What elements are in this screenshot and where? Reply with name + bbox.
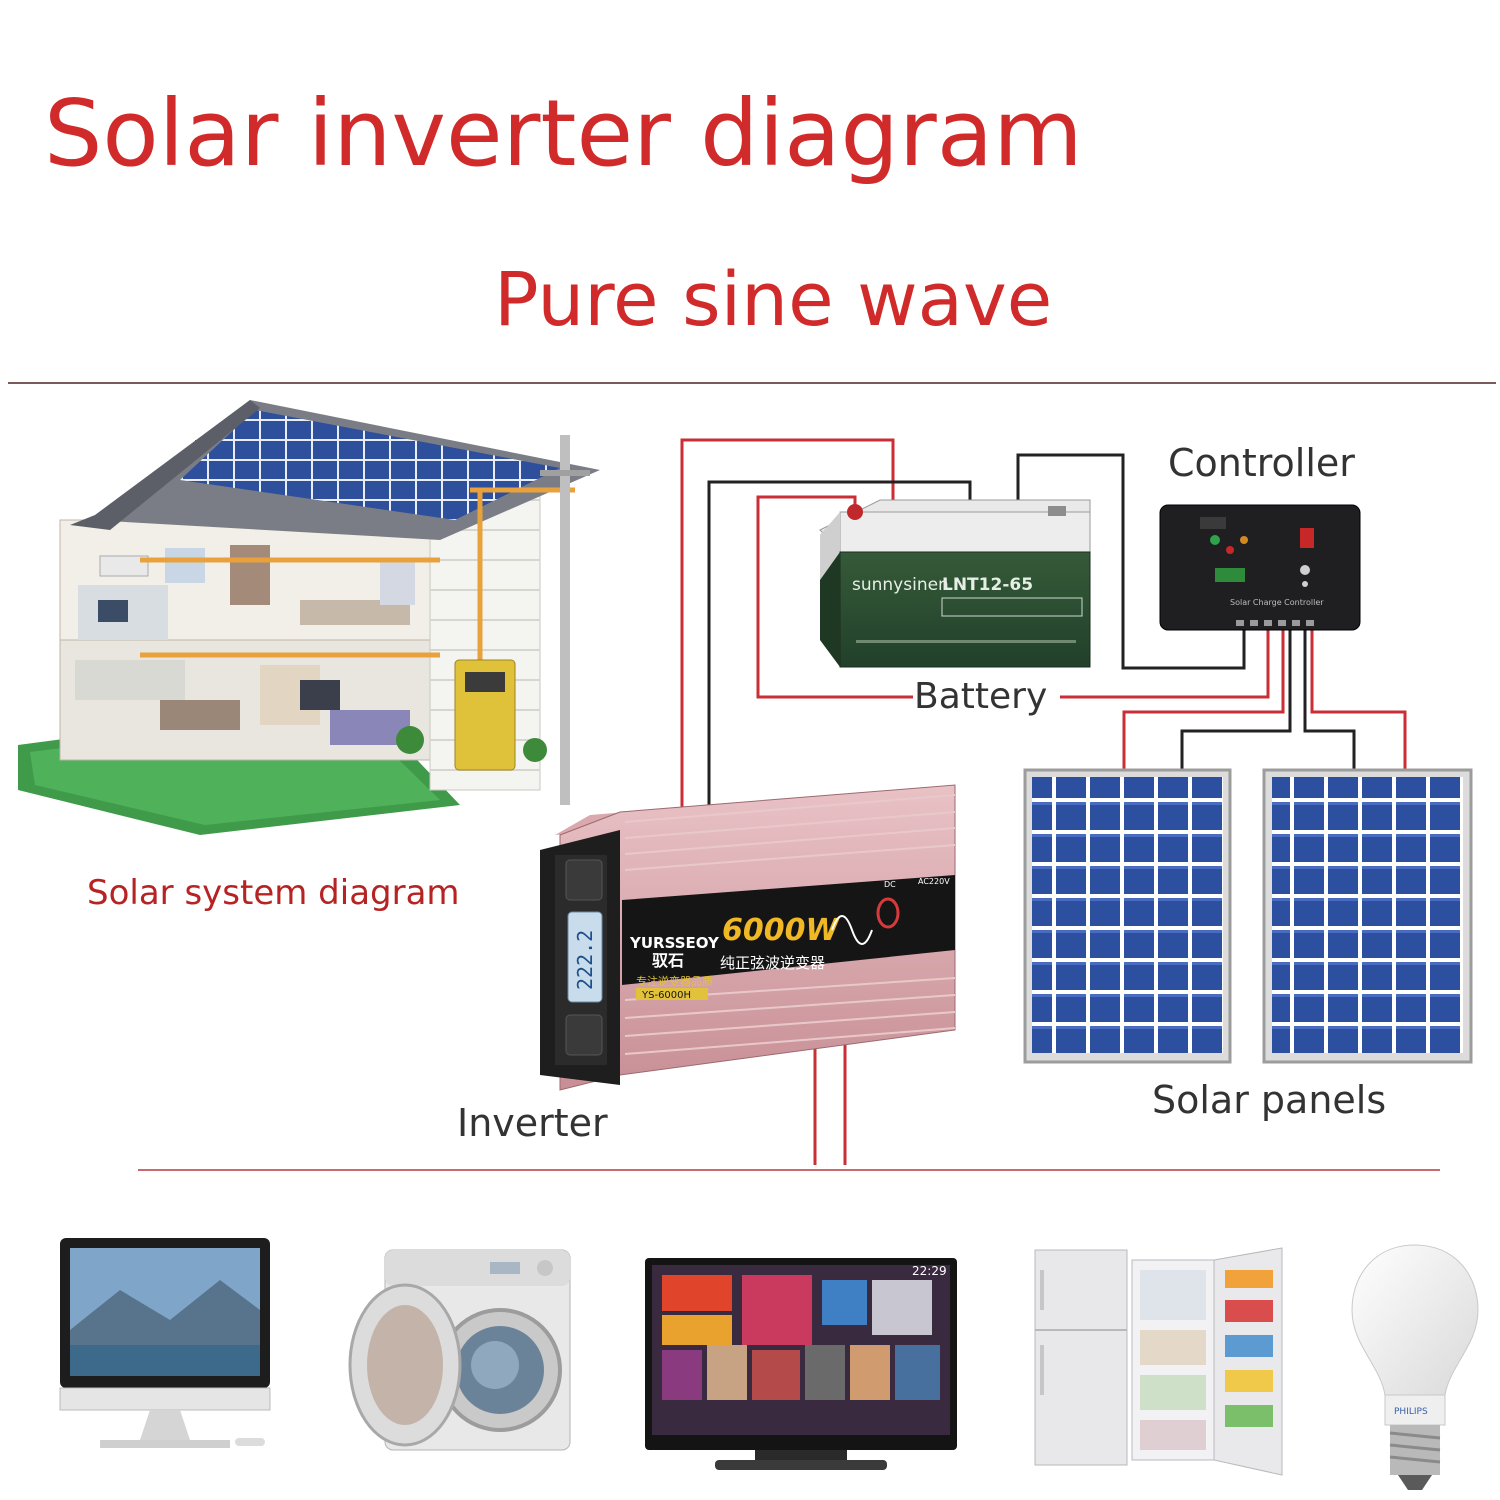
washing-machine-icon bbox=[348, 1249, 571, 1451]
wire-black-inverter-battery bbox=[707, 480, 972, 812]
solar-panel-icon bbox=[1023, 768, 1473, 1064]
battery-brand: sunnysinen bbox=[852, 575, 949, 595]
label-solar-panels: Solar panels bbox=[1152, 1078, 1386, 1122]
label-inverter: Inverter bbox=[457, 1101, 608, 1145]
wire-black-battery-controller bbox=[1016, 453, 1246, 670]
light-bulb-icon: PHILIPS bbox=[1351, 1244, 1479, 1490]
house-illustration bbox=[18, 400, 600, 835]
battery-model: LNT12-65 bbox=[942, 575, 1033, 595]
monitor-icon bbox=[59, 1238, 271, 1448]
inverter-name-cn: 纯正弦波逆变器 bbox=[720, 954, 825, 972]
sine-wave-icon bbox=[831, 915, 873, 945]
label-controller: Controller bbox=[1168, 441, 1355, 485]
inverter-power: 6000W bbox=[722, 913, 840, 948]
inverter-display: 222.2 bbox=[573, 930, 597, 990]
wire-red-inverter-battery-outer bbox=[680, 438, 895, 812]
tv-icon: 22:29 bbox=[645, 1258, 957, 1470]
subtitle: Pure sine wave bbox=[494, 257, 1052, 343]
wire-red-controller-panels bbox=[1122, 625, 1285, 778]
inverter-brand: YURSSEOY bbox=[629, 934, 720, 952]
bulb-brand: PHILIPS bbox=[1394, 1407, 1428, 1417]
wire-red-battery-loop bbox=[756, 495, 913, 699]
inverter-brand-cn: 驭石 bbox=[652, 951, 684, 970]
label-battery: Battery bbox=[914, 676, 1047, 717]
inverter-model: YS-6000H bbox=[641, 990, 691, 1001]
inverter-ac: AC220V bbox=[918, 877, 950, 886]
inverter-dc: DC bbox=[884, 880, 896, 889]
charge-controller-icon: Solar Charge Controller bbox=[1159, 504, 1361, 631]
controller-caption: Solar Charge Controller bbox=[1230, 598, 1324, 607]
inverter-icon: 222.2 YURSSEOY 驭石 专注逆变器品质 YS-6000H 6000W… bbox=[540, 784, 956, 1091]
battery-icon: sunnysinen LNT12-65 bbox=[819, 499, 1091, 668]
wiring bbox=[680, 438, 1407, 1165]
main-title: Solar inverter diagram bbox=[44, 80, 1083, 187]
wire-black-controller-panels bbox=[1180, 625, 1292, 778]
refrigerator-icon bbox=[1034, 1247, 1283, 1476]
tv-clock: 22:29 bbox=[912, 1264, 947, 1278]
label-solar-system: Solar system diagram bbox=[87, 873, 460, 913]
inverter-tagline-cn: 专注逆变器品质 bbox=[636, 974, 713, 988]
